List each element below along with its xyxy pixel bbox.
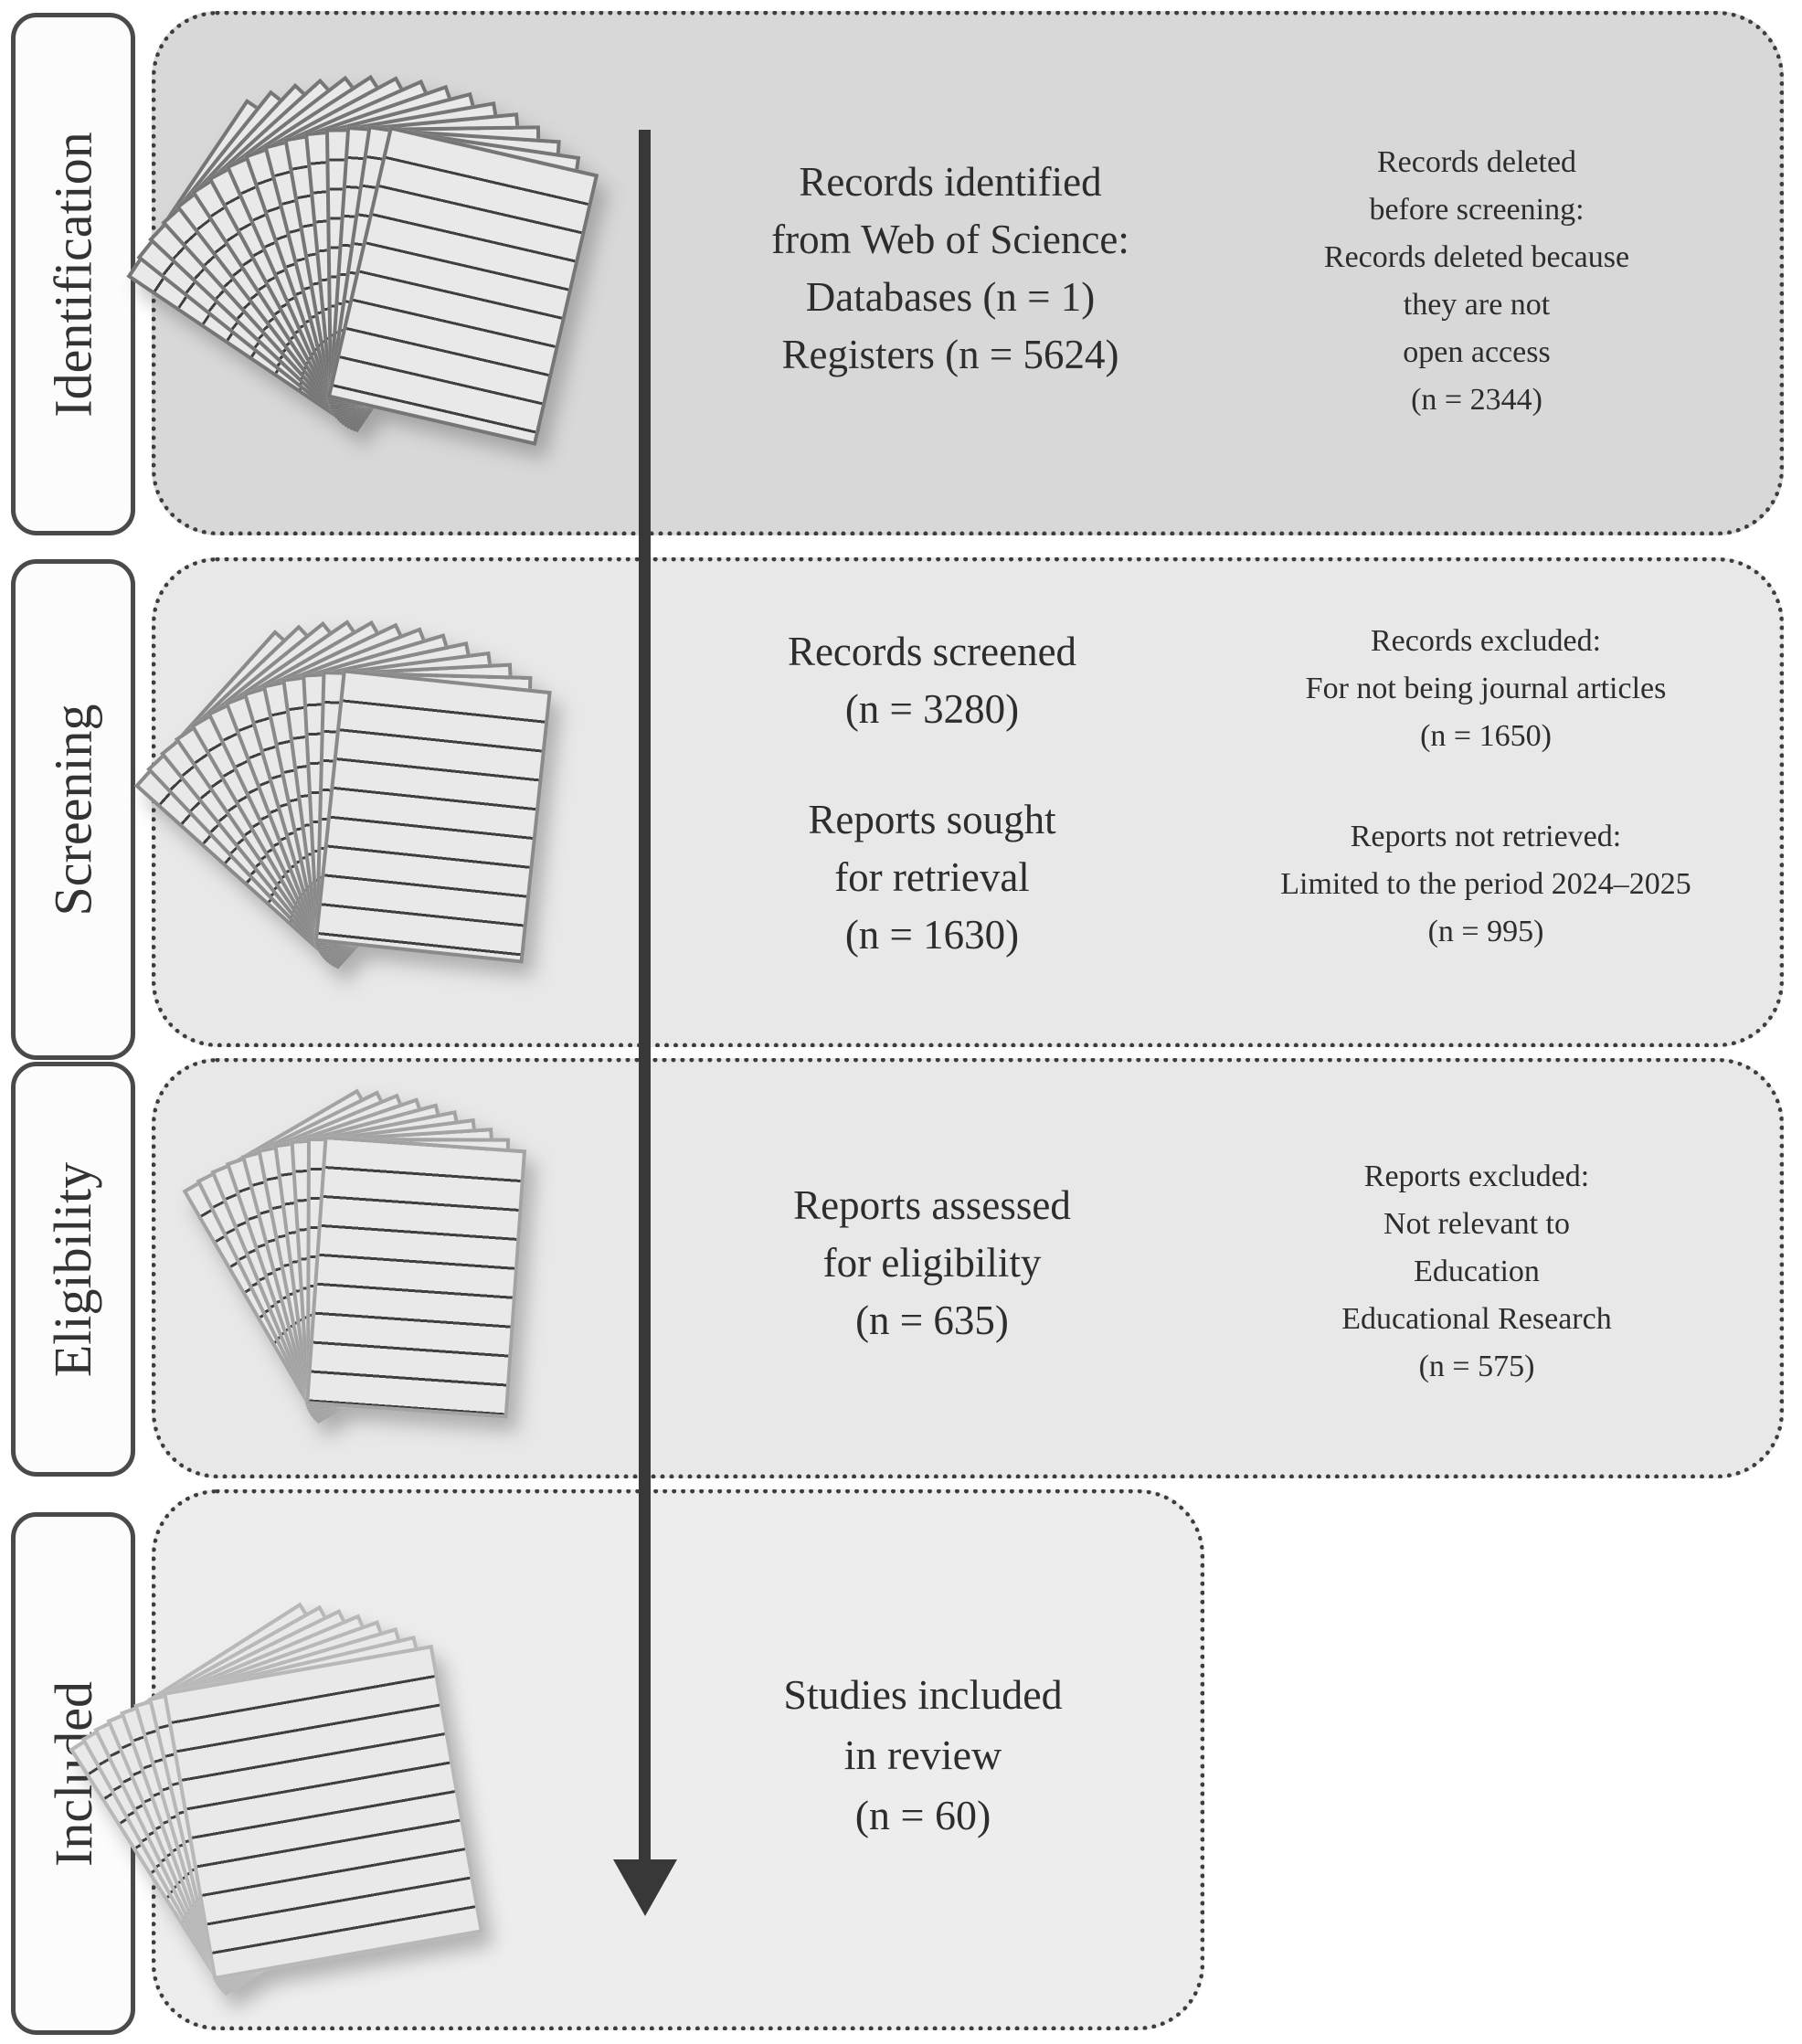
stage-label-screening: Screening (11, 559, 135, 1060)
text-line: Studies included (783, 1671, 1063, 1718)
text-line: from Web of Science: (771, 217, 1129, 262)
flow-arrow-head-icon (613, 1859, 677, 1916)
stage-label-text: Identification (43, 131, 103, 418)
included-main-text: Studies included in review (n = 60) (667, 1665, 1179, 1846)
screening-main-text: Records screened (n = 3280) Reports soug… (594, 623, 1270, 964)
text-line: Reports assessed (793, 1182, 1071, 1228)
eligibility-side-text: Reports excluded: Not relevant to Educat… (1184, 1153, 1769, 1391)
text-line: they are not (1403, 288, 1551, 322)
text-line: Reports sought (808, 797, 1056, 842)
text-gap (594, 738, 1270, 791)
text-line: (n = 995) (1427, 915, 1544, 948)
text-line: for retrieval (834, 854, 1030, 900)
text-gap (1193, 760, 1778, 813)
paper-sheet (163, 1644, 484, 1981)
text-line: (n = 2344) (1411, 383, 1542, 417)
paper-sheet (313, 669, 552, 964)
text-line: Records screened (787, 629, 1077, 674)
text-line: (n = 1650) (1420, 719, 1552, 753)
text-line: Registers (n = 5624) (781, 332, 1119, 377)
text-line: (n = 60) (854, 1792, 991, 1838)
stage-label-text: Screening (43, 704, 103, 916)
text-line: Databases (n = 1) (805, 274, 1096, 320)
stage-label-eligibility: Eligibility (11, 1062, 135, 1477)
text-line: in review (843, 1732, 1002, 1778)
text-line: Educational Research (1341, 1302, 1612, 1336)
text-line: Records identified (799, 159, 1102, 205)
text-line: Reports not retrieved: (1350, 820, 1622, 853)
text-line: (n = 575) (1418, 1350, 1535, 1383)
paper-sheet (305, 1135, 527, 1419)
flow-arrow-shaft (639, 130, 651, 1861)
text-line: (n = 3280) (844, 686, 1020, 732)
text-line: Records deleted because (1323, 240, 1630, 274)
text-line: open access (1403, 335, 1551, 369)
text-line: (n = 635) (855, 1297, 1009, 1343)
text-line: Reports excluded: (1363, 1160, 1590, 1193)
eligibility-main-text: Reports assessed for eligibility (n = 63… (594, 1177, 1270, 1350)
text-line: Records excluded: (1370, 624, 1602, 658)
identification-main-text: Records identified from Web of Science: … (603, 154, 1298, 384)
text-line: For not being journal articles (1305, 672, 1667, 705)
text-line: Limited to the period 2024–2025 (1280, 867, 1691, 901)
text-line: for eligibility (822, 1240, 1042, 1286)
text-line: Records deleted (1376, 145, 1577, 179)
stage-label-text: Eligibility (43, 1161, 103, 1377)
stage-label-identification: Identification (11, 13, 135, 535)
text-line: Education (1414, 1255, 1540, 1288)
text-line: Not relevant to (1383, 1207, 1570, 1241)
identification-side-text: Records deleted before screening: Record… (1203, 139, 1751, 424)
screening-side-text: Records excluded: For not being journal … (1193, 618, 1778, 956)
text-line: before screening: (1369, 193, 1585, 227)
text-line: (n = 1630) (844, 912, 1020, 958)
